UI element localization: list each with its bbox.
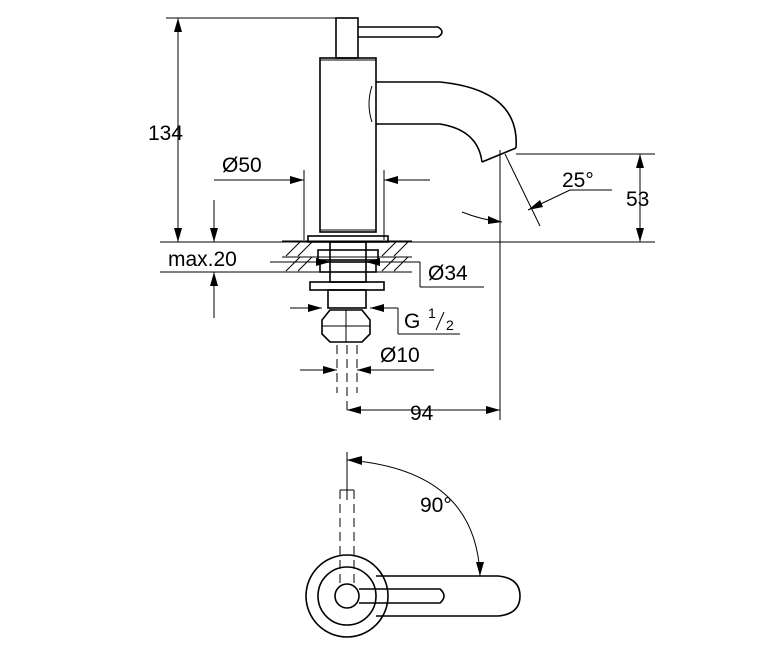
faucet-body [319,57,377,233]
label-thread-g: G [404,310,420,333]
dim-angle-90: 90° [346,456,484,577]
faucet-handle [335,17,443,59]
supply-hose [336,345,358,410]
top-view: 90° [305,452,521,638]
dim-diameter-10: Ø10 [300,344,434,374]
dim-diameter-34: Ø34 [270,258,484,288]
label-thread-numerator: 1 [428,305,436,321]
dim-max-20: max.20 [160,200,320,318]
dim-reach-94: 94 [347,150,501,425]
dim-diameter-50: Ø50 [214,154,430,240]
base-outer-circle [305,554,389,638]
label-angle-90: 90° [420,494,452,517]
label-diameter-34: Ø34 [428,262,468,285]
label-diameter-50: Ø50 [222,154,262,177]
dim-angle-25: 25° [461,153,612,227]
dim-thread-g12: G 1 2 [290,304,460,335]
label-angle-25: 25° [562,169,594,192]
dim-height-53: 53 [516,153,655,242]
label-thread-denominator: 2 [446,317,454,333]
label-height-53: 53 [626,188,649,211]
base-inner-circle [317,566,377,626]
faucet-spout [368,81,517,163]
lever-outline [359,588,445,604]
mounting-shank [307,235,389,343]
dim-height-134: 134 [148,17,336,242]
label-height-134: 134 [148,122,183,145]
label-reach-94: 94 [410,402,434,425]
handle-pivot-circle [334,583,360,609]
label-diameter-10: Ø10 [380,344,420,367]
label-max-20: max.20 [168,248,237,271]
side-view: 134 Ø50 max.20 [148,17,655,425]
spout-outline [376,575,521,617]
